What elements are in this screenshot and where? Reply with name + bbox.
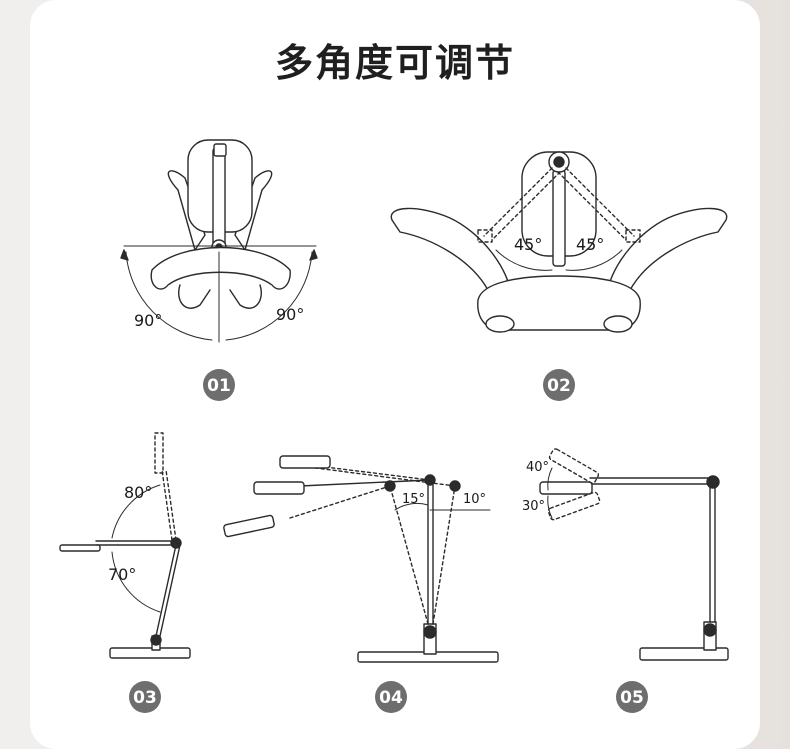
angle-label-01-right: 90° <box>276 305 304 324</box>
content-card <box>30 0 760 749</box>
diagram-04 <box>223 455 499 663</box>
badge-03: 03 <box>129 681 161 713</box>
badge-05: 05 <box>616 681 648 713</box>
badge-02: 02 <box>543 369 575 401</box>
angle-label-02-left: 45° <box>514 235 542 254</box>
angle-label-02-right: 45° <box>576 235 604 254</box>
angle-label-05-top: 40° <box>526 460 549 475</box>
angle-label-04-left: 15° <box>402 492 425 507</box>
badge-05-label: 05 <box>620 688 644 708</box>
badge-04: 04 <box>375 681 407 713</box>
badge-02-label: 02 <box>547 376 571 396</box>
angle-label-03-top: 80° <box>124 483 152 502</box>
angle-label-05-bottom: 30° <box>522 499 545 514</box>
angle-label-01-left: 90° <box>134 311 162 330</box>
diagram-03 <box>59 432 191 659</box>
page-title: 多角度可调节 <box>274 41 515 85</box>
badge-01: 01 <box>203 369 235 401</box>
angle-label-04-right: 10° <box>463 492 486 507</box>
badge-01-label: 01 <box>207 376 231 396</box>
badge-03-label: 03 <box>133 688 157 708</box>
badge-04-label: 04 <box>379 688 403 708</box>
diagram-05 <box>539 448 729 661</box>
angle-label-03-bottom: 70° <box>108 565 136 584</box>
diagram-02 <box>390 151 728 333</box>
diagram-01 <box>120 139 318 343</box>
